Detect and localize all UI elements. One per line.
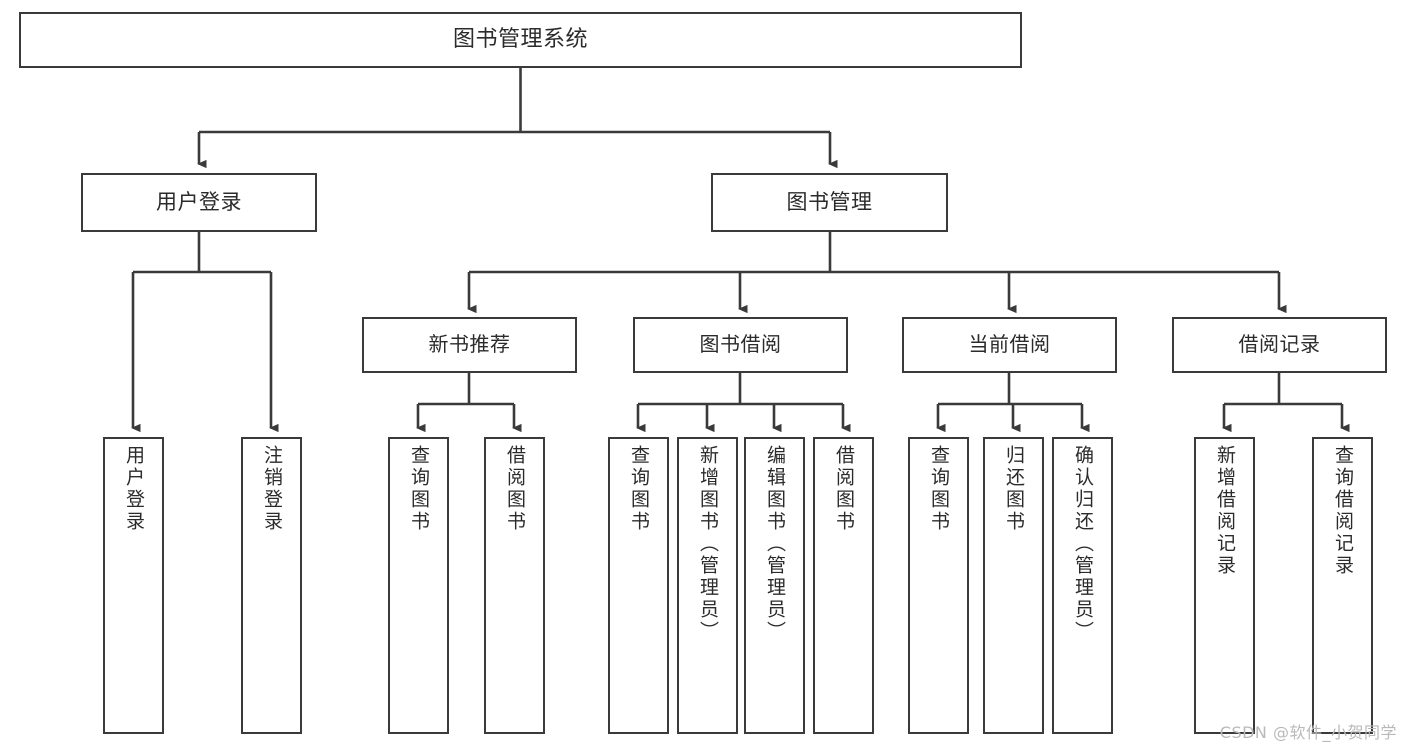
node-leaf-borrow-book-2-label: 借阅图书 xyxy=(833,445,855,533)
node-leaf-add-book-label: 新增图书（管理员） xyxy=(697,445,719,643)
node-root[interactable]: 图书管理系统 xyxy=(19,12,1022,68)
node-leaf-add-record[interactable]: 新增借阅记录 xyxy=(1194,437,1255,734)
node-new-book-recommend[interactable]: 新书推荐 xyxy=(362,317,577,373)
node-borrow-record[interactable]: 借阅记录 xyxy=(1172,317,1387,373)
csdn-watermark: CSDN @软件_小贺同学 xyxy=(1219,723,1397,742)
node-leaf-query-book-1[interactable]: 查询图书 xyxy=(388,437,449,734)
node-leaf-query-book-3-label: 查询图书 xyxy=(928,445,950,533)
node-leaf-user-login-label: 用户登录 xyxy=(123,445,145,533)
node-leaf-user-logout[interactable]: 注销登录 xyxy=(241,437,302,734)
node-book-borrow-label: 图书借阅 xyxy=(699,332,782,357)
node-current-borrow[interactable]: 当前借阅 xyxy=(902,317,1117,373)
node-leaf-confirm-return-label: 确认归还（管理员） xyxy=(1072,445,1094,643)
node-leaf-add-record-label: 新增借阅记录 xyxy=(1214,445,1236,577)
node-leaf-borrow-book-2[interactable]: 借阅图书 xyxy=(813,437,874,734)
node-leaf-borrow-book-1-label: 借阅图书 xyxy=(504,445,526,533)
node-leaf-user-logout-label: 注销登录 xyxy=(261,445,283,533)
node-leaf-query-book-3[interactable]: 查询图书 xyxy=(908,437,969,734)
node-user-login-label: 用户登录 xyxy=(156,190,242,215)
node-root-label: 图书管理系统 xyxy=(452,27,588,53)
node-leaf-query-book-2[interactable]: 查询图书 xyxy=(608,437,669,734)
node-leaf-borrow-book-1[interactable]: 借阅图书 xyxy=(484,437,545,734)
node-new-book-recommend-label: 新书推荐 xyxy=(428,332,511,357)
node-leaf-return-book-label: 归还图书 xyxy=(1003,445,1025,533)
node-leaf-edit-book-label: 编辑图书（管理员） xyxy=(764,445,786,643)
node-leaf-query-record-label: 查询借阅记录 xyxy=(1332,445,1354,577)
node-book-management[interactable]: 图书管理 xyxy=(711,173,948,232)
node-leaf-add-book[interactable]: 新增图书（管理员） xyxy=(677,437,738,734)
node-leaf-confirm-return[interactable]: 确认归还（管理员） xyxy=(1052,437,1113,734)
node-leaf-query-book-2-label: 查询图书 xyxy=(628,445,650,533)
node-leaf-user-login[interactable]: 用户登录 xyxy=(103,437,164,734)
node-leaf-edit-book[interactable]: 编辑图书（管理员） xyxy=(744,437,805,734)
node-user-login[interactable]: 用户登录 xyxy=(81,173,317,232)
node-leaf-query-record[interactable]: 查询借阅记录 xyxy=(1312,437,1373,734)
node-book-borrow[interactable]: 图书借阅 xyxy=(633,317,848,373)
node-leaf-query-book-1-label: 查询图书 xyxy=(408,445,430,533)
node-book-management-label: 图书管理 xyxy=(786,190,873,215)
node-borrow-record-label: 借阅记录 xyxy=(1238,332,1321,357)
node-leaf-return-book[interactable]: 归还图书 xyxy=(983,437,1044,734)
node-current-borrow-label: 当前借阅 xyxy=(968,332,1051,357)
